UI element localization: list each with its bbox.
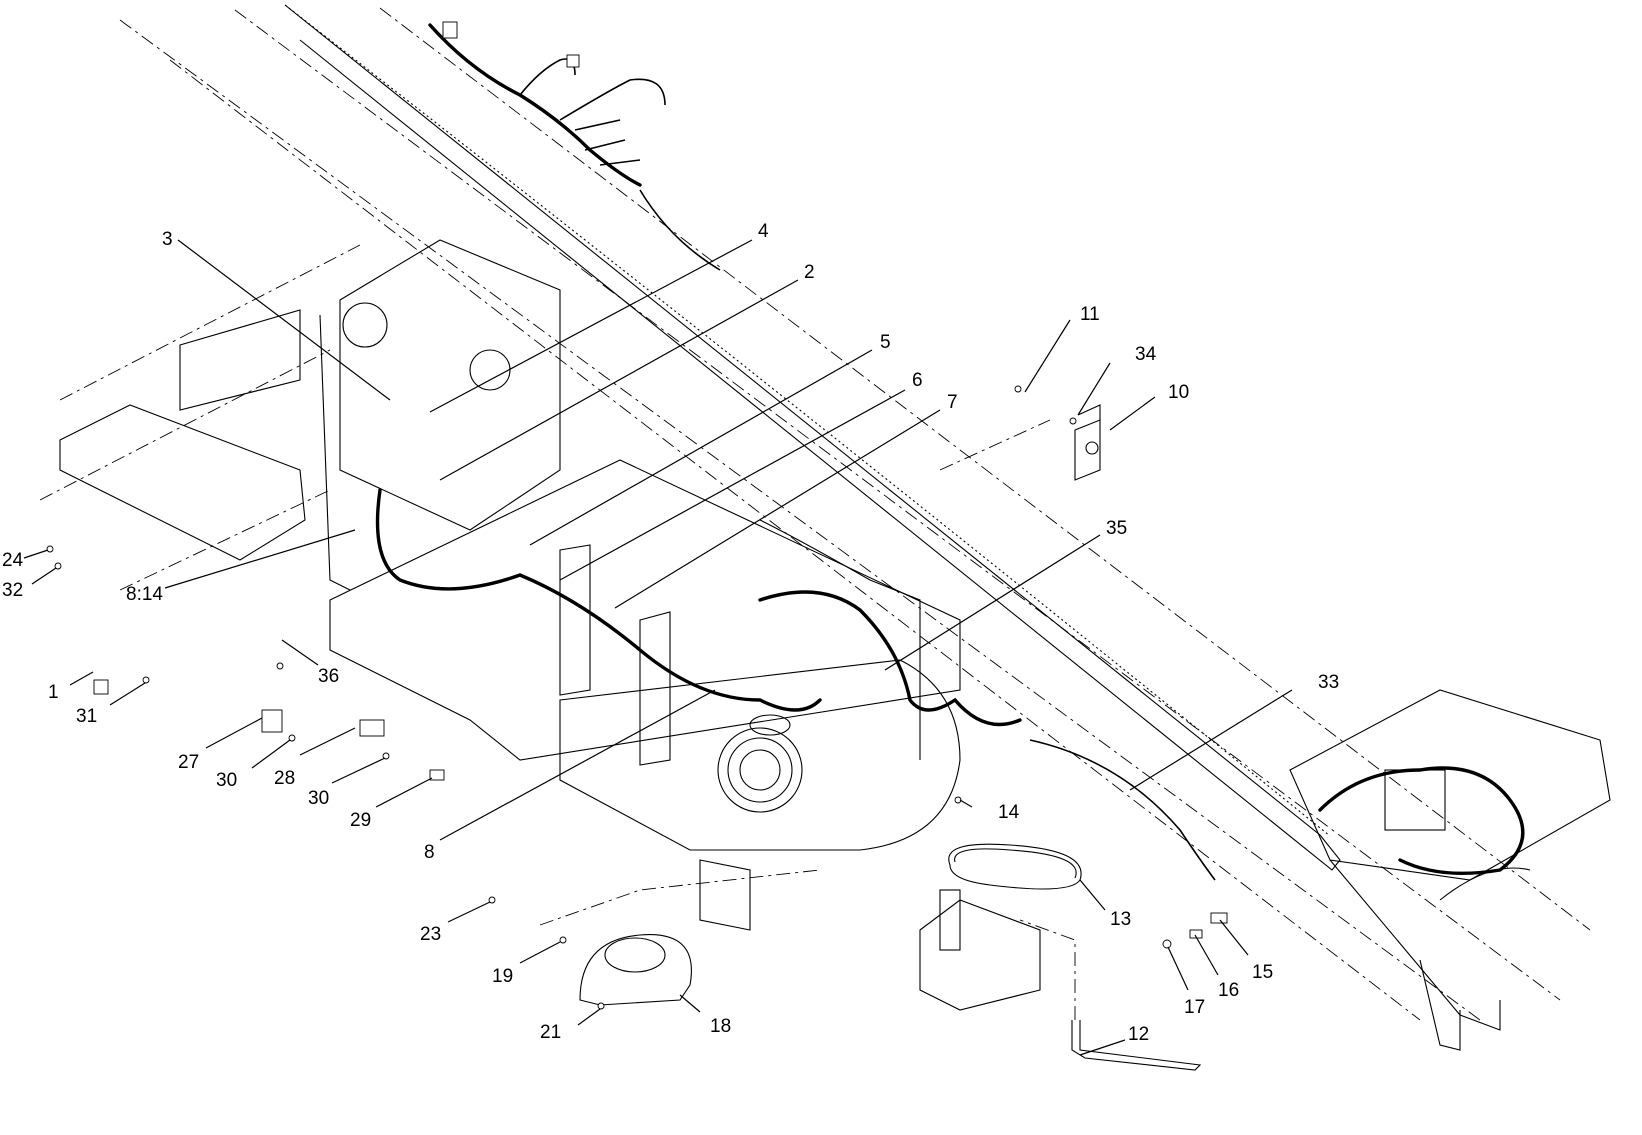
callout-16: 16	[1218, 980, 1239, 1001]
callout-5: 5	[880, 332, 891, 353]
cable-loop	[948, 843, 1082, 890]
callout-33: 33	[1318, 672, 1339, 693]
callout-3: 3	[162, 229, 173, 250]
lower-wire-harness	[375, 488, 1525, 881]
callout-1: 1	[48, 682, 59, 703]
callout-21: 21	[540, 1022, 561, 1043]
callout-18: 18	[710, 1016, 731, 1037]
callout-36: 36	[318, 666, 339, 687]
callout-24: 24	[2, 550, 24, 571]
frame-rail	[119, 4, 1591, 1021]
callout-32: 32	[2, 580, 23, 601]
callout-8-14: 8:14	[126, 584, 163, 605]
callout-12: 12	[1128, 1024, 1149, 1045]
callout-14: 14	[998, 802, 1020, 823]
callout-30-a: 30	[216, 770, 237, 791]
callout-28: 28	[274, 768, 295, 789]
callout-29: 29	[350, 810, 371, 831]
callout-27: 27	[178, 752, 199, 773]
callout-leaders	[23, 239, 1293, 1056]
central-frame	[329, 459, 961, 931]
chassis-right	[1289, 689, 1611, 1051]
fasteners	[46, 385, 1228, 1010]
callout-2: 2	[804, 262, 815, 283]
upper-wire-harness	[428, 21, 721, 271]
callout-35: 35	[1106, 518, 1127, 539]
callout-30-b: 30	[308, 788, 329, 809]
callout-19: 19	[492, 966, 513, 987]
callout-31: 31	[76, 706, 97, 727]
callout-11: 11	[1080, 304, 1100, 325]
callout-15: 15	[1252, 962, 1273, 983]
callout-13: 13	[1110, 909, 1131, 930]
horn-assembly	[539, 869, 821, 1006]
callout-34: 34	[1135, 344, 1157, 365]
chassis-left	[39, 239, 561, 591]
callout-4: 4	[758, 221, 769, 242]
callout-8: 8	[424, 842, 435, 863]
callout-17: 17	[1184, 997, 1205, 1018]
callout-6: 6	[912, 370, 923, 391]
switch-assembly	[939, 404, 1101, 481]
callout-labels: 1 2 3 4 5 6 7 8 8:14 10 11 12 13 14 15 1…	[2, 221, 1339, 1045]
callout-7: 7	[947, 392, 958, 413]
rod	[1019, 919, 1202, 1071]
callout-10: 10	[1168, 382, 1189, 403]
post-bracket	[919, 889, 1041, 1011]
callout-23: 23	[420, 924, 441, 945]
